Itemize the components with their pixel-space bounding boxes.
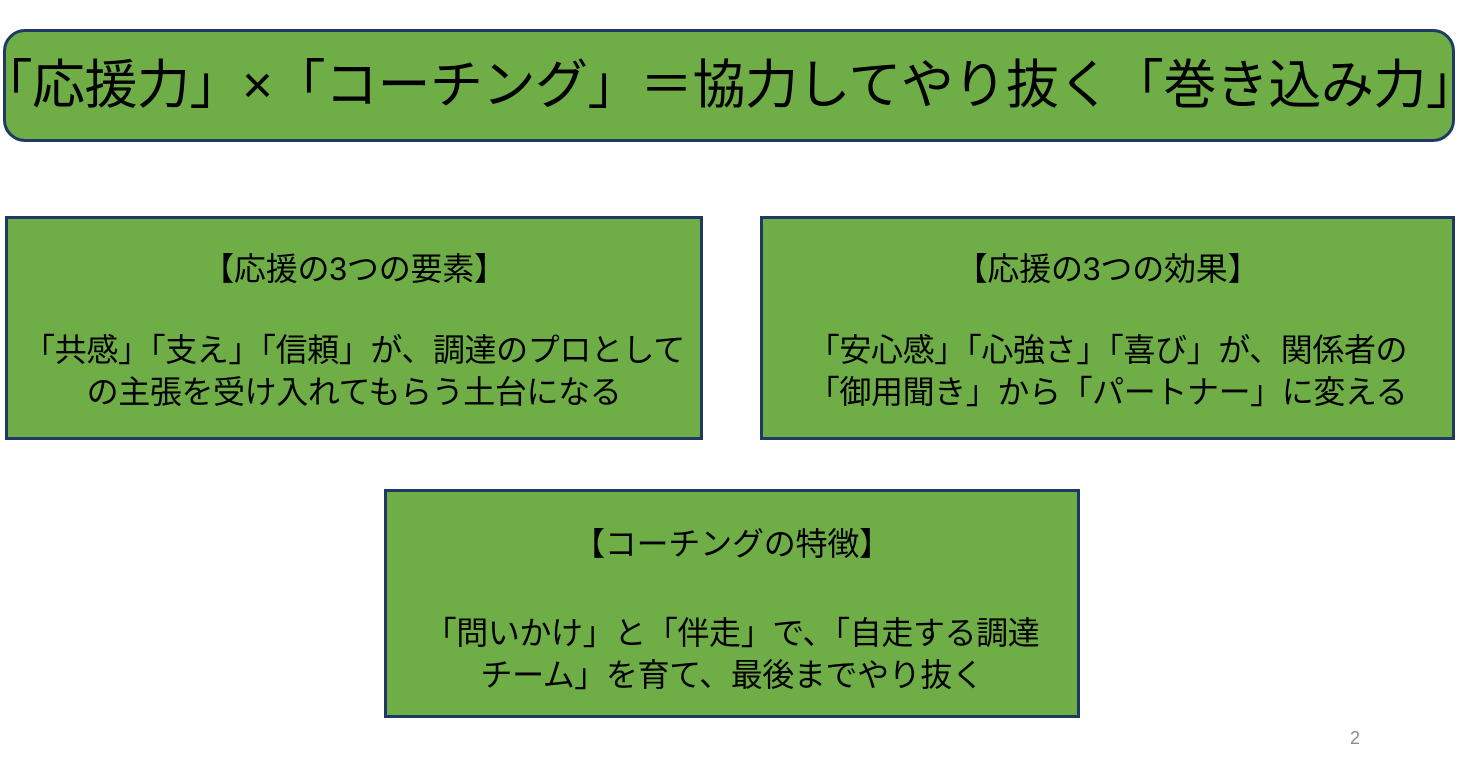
content-box-coaching-body-line-1: 「問いかけ」と「伴走」で、「自走する調達 (424, 615, 1040, 651)
content-box-elements-body: 「共感」「支え」「信頼」が、調達のプロとして の主張を受け入れてもらう土台になる (23, 329, 685, 413)
content-box-elements-body-line-1: 「共感」「支え」「信頼」が、調達のプロとして (23, 332, 685, 368)
content-box-effects-body-line-1: 「安心感」「心強さ」「喜び」が、関係者の (807, 332, 1408, 368)
content-box-coaching-body: 「問いかけ」と「伴走」で、「自走する調達 チーム」を育て、最後までやり抜く (425, 612, 1040, 696)
page-title: 「応援力」×「コーチング」＝協力してやり抜く「巻き込み力」 (0, 55, 1463, 115)
content-box-effects: 【応援の3つの効果】 「安心感」「心強さ」「喜び」が、関係者の 「御用聞き」から… (760, 216, 1455, 440)
content-box-coaching-body-line-2: チーム」を育て、最後までやり抜く (480, 657, 984, 693)
content-box-elements: 【応援の3つの要素】 「共感」「支え」「信頼」が、調達のプロとして の主張を受け… (5, 216, 703, 440)
title-banner: 「応援力」×「コーチング」＝協力してやり抜く「巻き込み力」 (0, 29, 1463, 142)
content-box-effects-body-line-2: 「御用聞き」から「パートナー」に変える (807, 374, 1408, 410)
content-box-coaching: 【コーチングの特徴】 「問いかけ」と「伴走」で、「自走する調達 チーム」を育て、… (384, 489, 1080, 718)
content-box-elements-heading: 【応援の3つの要素】 (202, 251, 506, 287)
content-box-coaching-heading: 【コーチングの特徴】 (572, 526, 891, 562)
content-box-effects-body: 「安心感」「心強さ」「喜び」が、関係者の 「御用聞き」から「パートナー」に変える (807, 329, 1408, 413)
content-box-elements-body-line-2: の主張を受け入れてもらう土台になる (86, 374, 622, 410)
content-box-effects-heading: 【応援の3つの効果】 (955, 251, 1260, 287)
page-number: 2 (1350, 728, 1361, 748)
